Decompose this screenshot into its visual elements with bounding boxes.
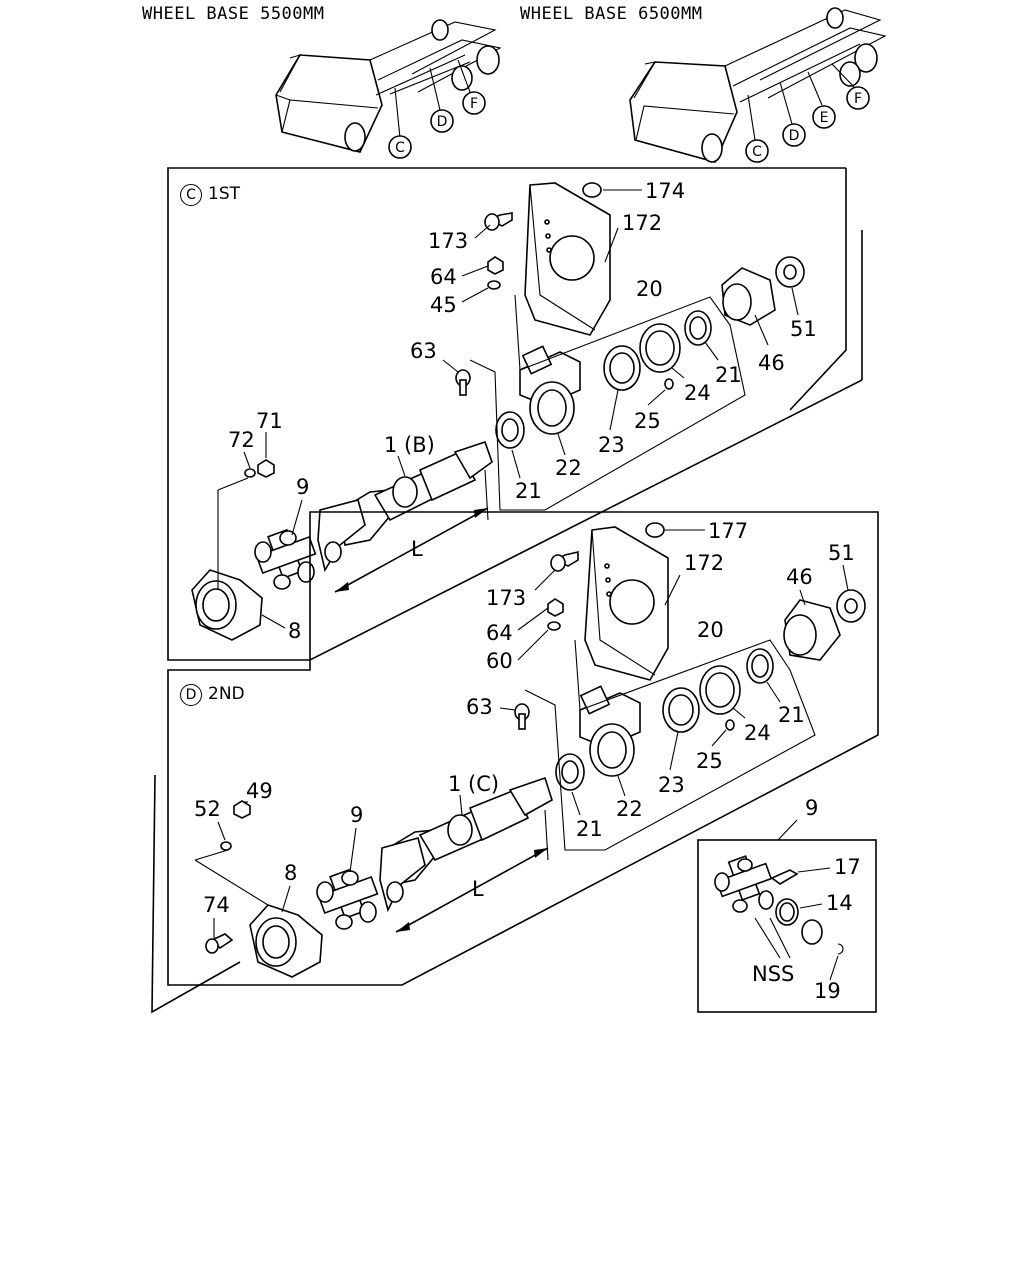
s1-label-20: 20 [636,277,663,301]
header-wheelbase-6500: WHEEL BASE 6500MM [520,4,703,24]
s2-label-22: 22 [616,797,643,821]
s2-label-8: 8 [284,861,297,885]
header-wheelbase-5500: WHEEL BASE 5500MM [142,4,325,24]
section-2nd-parts [194,522,866,978]
s2-label-46: 46 [786,565,813,589]
section-1st-letter: C [180,184,202,206]
s2-label-20: 20 [697,618,724,642]
inset-label-nss: NSS [752,962,794,986]
truck-illustration-left [275,19,502,159]
s2-label-52: 52 [194,797,221,821]
s1-label-64: 64 [430,265,457,289]
section-1st-label: 1ST [208,184,240,204]
s2-label-177: 177 [708,519,748,543]
s1-label-63: 63 [410,339,437,363]
truck-right-callout-d: D [789,128,800,144]
inset-label-19: 19 [814,979,841,1003]
s1-label-21b: 21 [515,479,542,503]
s2-label-21b: 21 [576,817,603,841]
s2-label-49: 49 [246,779,273,803]
s2-label-173: 173 [486,586,526,610]
inset-label-14: 14 [826,891,853,915]
s1-label-25: 25 [634,409,661,433]
s1-label-9: 9 [296,475,309,499]
s1-label-72: 72 [228,428,255,452]
s2-label-64: 64 [486,621,513,645]
truck-right-callout-f: F [854,91,862,107]
s1-label-22: 22 [555,456,582,480]
section-2nd-letter: D [180,684,202,706]
s2-label-74: 74 [203,893,230,917]
truck-left-callout-c: C [395,140,405,156]
section-2nd-frame [167,511,879,986]
s1-label-172: 172 [622,211,662,235]
s1-label-21a: 21 [715,363,742,387]
s1-label-l: L [411,537,423,561]
s1-label-1b: 1 (B) [384,433,435,457]
s2-label-1c: 1 (C) [448,772,499,796]
truck-right-callout-e: E [820,110,829,126]
s1-label-45: 45 [430,293,457,317]
s2-label-25: 25 [696,749,723,773]
s2-label-60: 60 [486,649,513,673]
s1-label-8: 8 [288,619,301,643]
truck-left-callout-d: D [437,114,448,130]
truck-right-callout-c: C [752,144,762,160]
s1-label-23: 23 [598,433,625,457]
s2-label-172: 172 [684,551,724,575]
s1-label-51: 51 [790,317,817,341]
s2-label-63: 63 [466,695,493,719]
s2-label-l: L [472,877,484,901]
section-1st-parts [191,182,805,641]
s2-label-51: 51 [828,541,855,565]
s1-label-173: 173 [428,229,468,253]
truck-left-callout-f: F [470,96,478,112]
inset-label-9: 9 [805,796,818,820]
section-1st-title: C 1ST [180,184,240,206]
inset-parts [714,855,844,959]
section-1st-frame [167,167,863,661]
s1-label-174: 174 [645,179,685,203]
inset-universal-joint-box [697,839,877,1013]
s1-label-46: 46 [758,351,785,375]
section-2nd-title: D 2ND [180,684,245,706]
s2-label-21a: 21 [778,703,805,727]
truck-illustration-right [629,7,887,163]
s2-label-24: 24 [744,721,771,745]
s1-label-71: 71 [256,409,283,433]
section-2nd-label: 2ND [208,684,245,704]
s2-label-9: 9 [350,803,363,827]
s2-label-23: 23 [658,773,685,797]
inset-label-17: 17 [834,855,861,879]
s1-label-24: 24 [684,381,711,405]
